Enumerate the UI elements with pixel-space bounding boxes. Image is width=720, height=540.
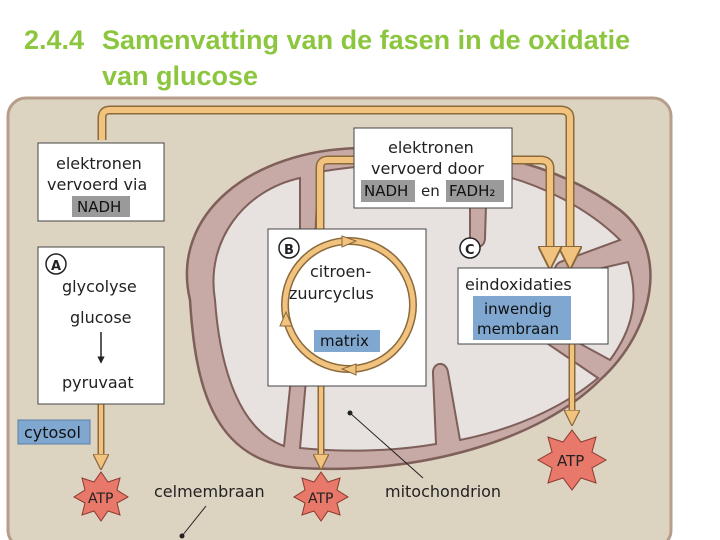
title-line-2: van glucose [102,61,259,91]
glycolysis-label: glycolyse [62,277,137,296]
nadh-label-right: NADH [364,182,408,200]
cycle-arrowhead-bottom [340,363,357,376]
glucose-label: glucose [70,308,132,327]
matrix-label: matrix [320,332,369,350]
electron-flow-arrow-left-fill [99,107,570,258]
letter-c: C [465,243,475,258]
cell-membrane-pointer-dot [179,533,185,539]
inner-membrane-label-bg [473,296,571,340]
electrons-right-line-1: elektronen [388,138,474,157]
atp-star-1 [73,471,129,522]
atp-label-2: ATP [308,491,333,507]
conjunction-en: en [421,182,440,200]
atp-label-1: ATP [88,491,113,507]
fadh2-label-bg [446,180,504,202]
pyruvate-label: pyruvaat [62,373,134,392]
electrons-left-line-2: vervoerd via [47,175,147,194]
inner-membrane-line-2: membraan [477,320,559,338]
letter-a: A [51,259,61,274]
matrix-label-bg [314,330,380,352]
cycle-arrowhead-top [341,235,358,248]
electrons-left-line-1: elektronen [56,154,142,173]
citric-acid-line-2: zuurcyclus [289,284,374,303]
nadh-label-left: NADH [77,198,121,216]
mitochondrion-label: mitochondrion [385,482,501,501]
slide-title: 2.4.4 Samenvatting van de fasen in de oxi… [24,22,630,94]
mitochondrion-pointer-dot [347,410,353,416]
letter-b-badge [278,237,300,259]
cytosol-label-bg [17,419,91,445]
cell-membrane-pointer [181,505,207,537]
atp-star-3 [536,429,608,491]
letter-a-badge [45,253,67,275]
cycle-arrowhead-left [279,310,293,327]
title-number: 2.4.4 [24,25,85,55]
end-oxidation-label: eindoxidaties [465,275,572,294]
cell-membrane-label: celmembraan [154,482,265,501]
letter-c-badge [459,237,481,259]
electrons-right-line-2: vervoerd door [371,159,484,178]
nadh-label-left-bg [72,196,130,217]
title-line-1: Samenvatting van de fasen in de oxidatie [102,25,631,55]
fadh2-label: FADH₂ [449,182,495,200]
cytosol-label: cytosol [24,423,81,442]
nadh-label-right-bg [361,180,415,202]
atp-label-3: ATP [557,452,584,470]
citric-acid-line-1: citroen- [310,262,371,281]
atp-star-2 [293,471,349,522]
inner-membrane-line-1: inwendig [484,300,552,318]
letter-b: B [284,243,294,258]
mitochondrion-pointer [349,412,424,479]
